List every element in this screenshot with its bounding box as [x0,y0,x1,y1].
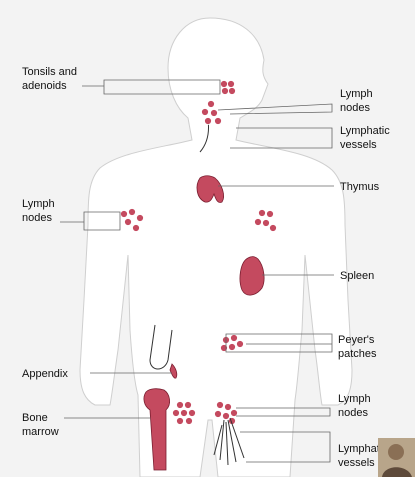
neck-lymph-nodes [201,100,222,125]
thymus-organ [196,175,224,203]
label-bone-marrow-line1: Bone [22,412,48,424]
axillary-nodes-left [120,208,144,232]
tonsil-nodes [220,80,236,95]
label-thymus: Thymus [340,181,380,193]
presenter-avatar-icon [378,438,415,477]
label-neck-nodes-line2: nodes [340,102,370,114]
label-spleen: Spleen [340,270,374,282]
label-axillary-nodes-line1: Lymph [22,198,55,210]
label-neck-vessels-line1: Lymphatic [340,125,390,137]
intestine-outline [149,324,173,370]
groin-nodes-left [172,401,196,425]
bone-marrow-organ [143,388,170,471]
label-neck-vessels-line2: vessels [340,139,377,151]
leg-lymphatic-vessels [213,417,245,466]
label-groin-nodes-line1: Lymph [338,393,371,405]
peyers-patches-nodes [220,334,244,352]
label-peyers-line1: Peyer's [338,334,375,346]
label-leg-vessels-line2: vessels [338,457,375,469]
label-bone-marrow-line2: marrow [22,426,59,438]
leader-lines-left [60,79,221,419]
label-tonsils-line2: adenoids [22,80,67,92]
label-axillary-nodes-line2: nodes [22,212,52,224]
label-peyers-line2: patches [338,348,377,360]
label-neck-nodes-line1: Lymph [340,88,373,100]
label-tonsils-line1: Tonsils and [22,66,77,78]
label-groin-nodes-line2: nodes [338,407,368,419]
axillary-nodes-right [254,209,277,232]
spleen-organ [239,256,265,296]
leader-lines-right [217,103,334,463]
label-leg-vessels-line1: Lymphatic [338,443,388,455]
label-appendix: Appendix [22,368,68,380]
